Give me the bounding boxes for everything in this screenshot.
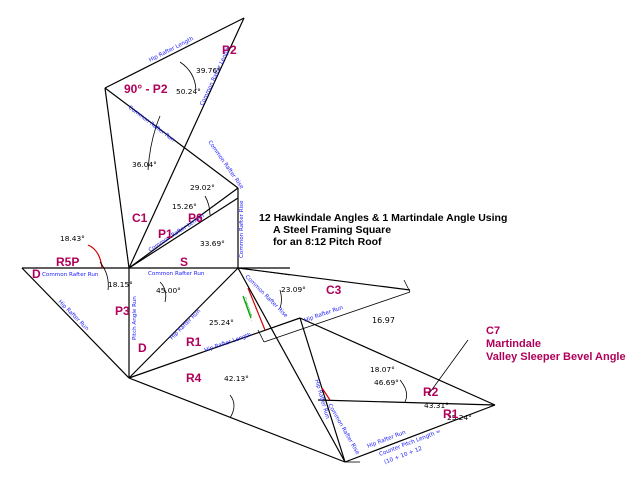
- label-c7: C7: [486, 325, 500, 337]
- label-d-low: D: [138, 341, 147, 355]
- label-valley-sleeper: Valley Sleeper Bevel Angle: [486, 351, 626, 363]
- label-r1-mid: R1: [186, 335, 202, 349]
- angle-value: 18.15°: [108, 280, 133, 289]
- rafter-label: Hip Rafter Run: [57, 299, 90, 332]
- red-arc: [87, 244, 103, 269]
- line-p2-top: [104, 17, 245, 89]
- label-s: S: [180, 255, 188, 269]
- label-martindale: Martindale: [486, 338, 541, 350]
- rafter-label: Common Rafter Run: [127, 105, 176, 144]
- angle-value: 36.04°: [132, 160, 157, 169]
- label-p1: P1: [158, 227, 173, 241]
- angle-value: 25.24°: [209, 318, 234, 327]
- line-hip-run-right: [299, 317, 496, 406]
- arc-r5p: [99, 261, 109, 291]
- rafter-label: Hip Rafter Run: [313, 379, 330, 420]
- label-p6: P6: [188, 211, 203, 225]
- region-labels: P2 90° - P2 C1 P1 P6 S R5P D P3 D R1 R4 …: [32, 43, 626, 421]
- rafter-label: Common Rafter Rise: [326, 403, 360, 456]
- rafter-label: Hip Rafter Length: [148, 36, 195, 64]
- arc-p1: [204, 195, 211, 216]
- arc-r4: [229, 394, 235, 419]
- arc-r2: [399, 379, 408, 403]
- arc-p2-a: [179, 61, 197, 91]
- line-r2-base: [317, 399, 496, 406]
- angle-value: 29.02°: [190, 183, 215, 192]
- angle-value: 15.26°: [172, 202, 197, 211]
- green-accent-line: [242, 295, 252, 319]
- label-p2: P2: [222, 43, 237, 57]
- angle-value: 46.69°: [374, 378, 399, 387]
- label-c3: C3: [326, 283, 342, 297]
- title-line-1: 12 Hawkindale Angles & 1 Martindale Angl…: [259, 212, 507, 224]
- angle-value: 43.31°: [424, 401, 449, 410]
- angle-value: 39.76°: [196, 66, 221, 75]
- angle-values: 39.76° 50.24° 36.04° 29.02° 15.26° 18.43…: [60, 66, 472, 422]
- line-c3: [237, 267, 411, 291]
- line-p2-hypotenuse: [128, 17, 245, 269]
- line-p1-diag: [128, 187, 239, 269]
- line-left-hip: [21, 267, 130, 379]
- arc-c3: [279, 289, 282, 309]
- red-accent-line-2: [321, 387, 331, 401]
- angle-value: 42.13°: [224, 374, 249, 383]
- rafter-label: Pitch Angle Run: [132, 296, 138, 340]
- label-r1-right: R1: [443, 407, 459, 421]
- arc-45: [159, 281, 167, 303]
- label-r2: R2: [423, 385, 439, 399]
- line-c7-pointer: [427, 339, 469, 396]
- angle-value: 50.24°: [176, 87, 201, 96]
- rafter-label: Common Rafter Rise: [239, 200, 245, 258]
- diagram-title: 12 Hawkindale Angles & 1 Martindale Angl…: [259, 212, 507, 248]
- angle-value: 45.00°: [156, 286, 181, 295]
- rafter-label: Common Rafter Run: [42, 272, 99, 278]
- title-line-3: for an 8:12 Pitch Roof: [273, 236, 382, 248]
- label-p3: P3: [115, 304, 130, 318]
- label-d-left: D: [32, 267, 41, 281]
- red-accent-line: [247, 287, 266, 331]
- line-counter-pitch: [344, 404, 496, 463]
- line-c1-left: [104, 87, 130, 269]
- diagram-lines: [21, 17, 496, 463]
- angle-value: 33.69°: [200, 239, 225, 248]
- angle-value: 18.43°: [60, 234, 85, 243]
- label-c1: C1: [132, 211, 148, 225]
- angle-value: 25.24°: [447, 413, 472, 422]
- line-r1-diag: [128, 267, 239, 379]
- line-dimension-tick-left: [257, 329, 265, 343]
- line-common-rise-long: [237, 267, 346, 463]
- label-r4: R4: [186, 371, 202, 385]
- line-dimension-tick-right: [403, 279, 411, 293]
- label-90-p2: 90° - P2: [124, 82, 168, 96]
- title-line-2: A Steel Framing Square: [273, 224, 391, 236]
- line-p6: [128, 197, 239, 269]
- dimension-value: 16.97: [372, 316, 395, 325]
- arc-c1: [147, 115, 161, 171]
- rafter-label: Hip Rafter Length: [204, 332, 253, 354]
- angle-value: 23.09°: [281, 285, 306, 294]
- line-hip-run-low: [299, 317, 346, 463]
- line-p2-run: [104, 87, 239, 189]
- line-dimension: [263, 291, 411, 343]
- angle-value: 18.07°: [370, 365, 395, 374]
- line-r4-bottom: [128, 377, 346, 463]
- label-r5p: R5P: [56, 255, 79, 269]
- rafter-label: Common Rafter Run: [148, 271, 205, 277]
